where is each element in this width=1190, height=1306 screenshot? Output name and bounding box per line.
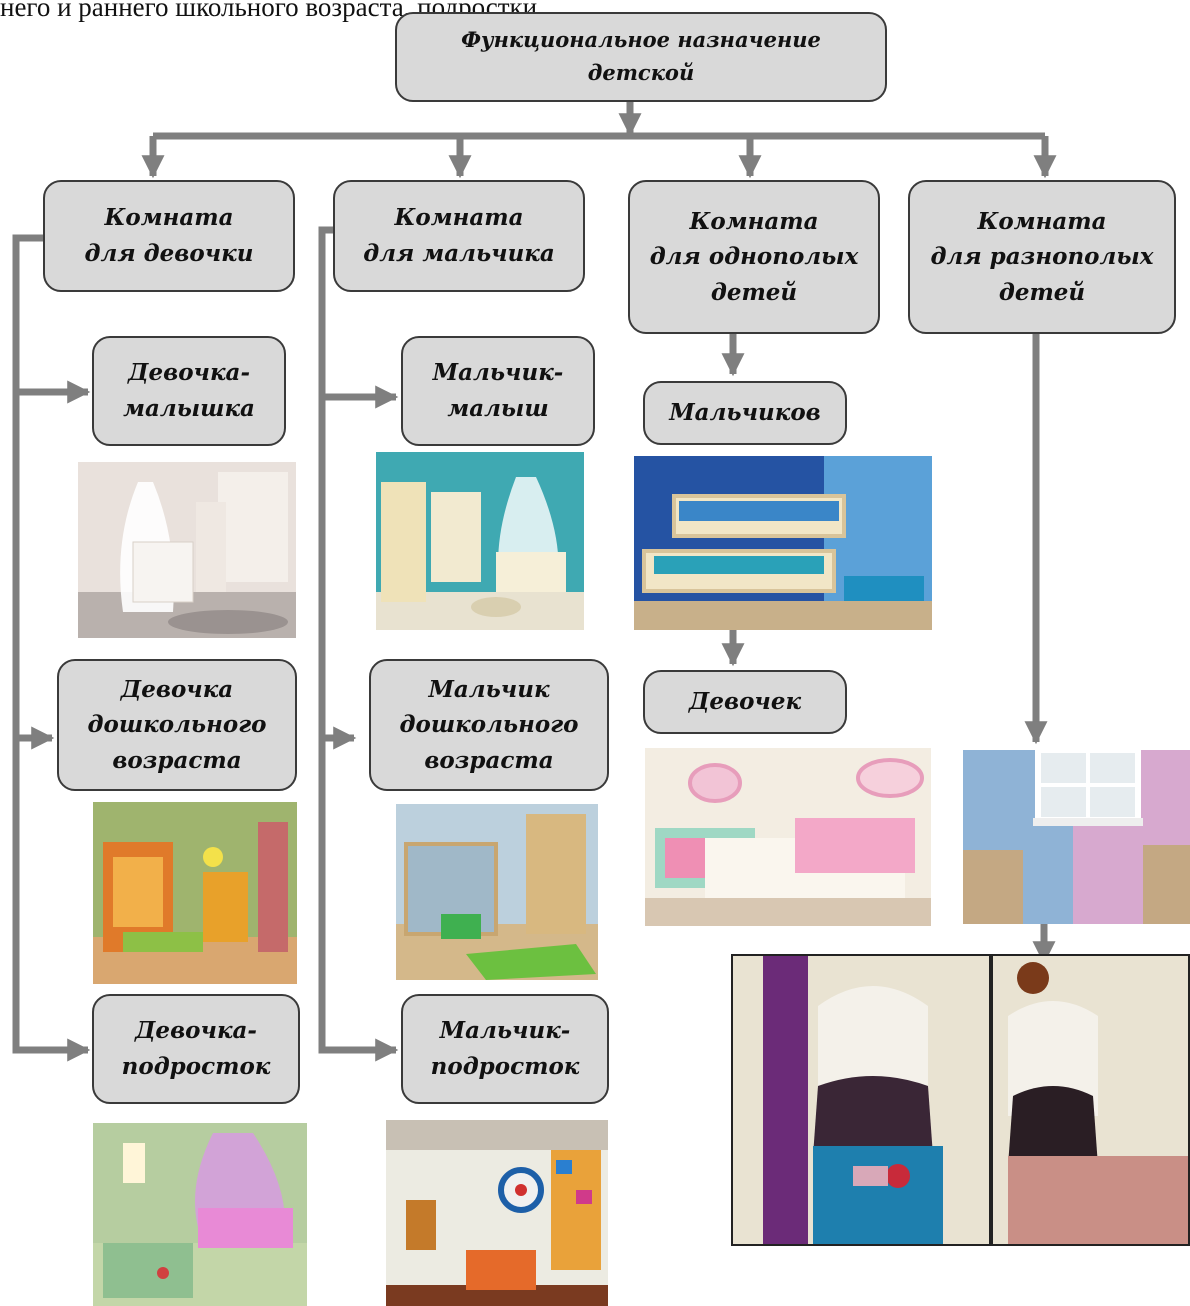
girl-baby-node: Девочка- малышка [92,336,286,446]
same-sex-girls-node: Девочек [643,670,847,734]
boy-teen-node: Мальчик- подросток [401,994,609,1104]
girl-teen-node: Девочка- подросток [92,994,300,1104]
mixed-room-photo [963,750,1190,924]
mixed-room-large-photo [731,954,1190,1246]
boy-teen-room-photo [386,1120,608,1306]
category-same-sex-room: Комната для однополых детей [628,180,880,334]
category-mixed-room: Комната для разнополых детей [908,180,1176,334]
category-boy-room: Комната для мальчика [333,180,585,292]
boy-preschool-room-photo [396,804,598,980]
girls-shared-room-photo [645,748,931,926]
category-girl-room: Комната для девочки [43,180,295,292]
boys-shared-room-photo [634,456,932,630]
girl-baby-room-photo [78,462,296,638]
girl-teen-room-photo [93,1123,307,1306]
girl-preschool-room-photo [93,802,297,984]
boy-baby-node: Мальчик- малыш [401,336,595,446]
boy-baby-room-photo [376,452,584,630]
girl-preschool-node: Девочка дошкольного возраста [57,659,297,791]
root-node: Функциональное назначение детской [395,12,887,102]
same-sex-boys-node: Мальчиков [643,381,847,445]
boy-preschool-node: Мальчик дошкольного возраста [369,659,609,791]
